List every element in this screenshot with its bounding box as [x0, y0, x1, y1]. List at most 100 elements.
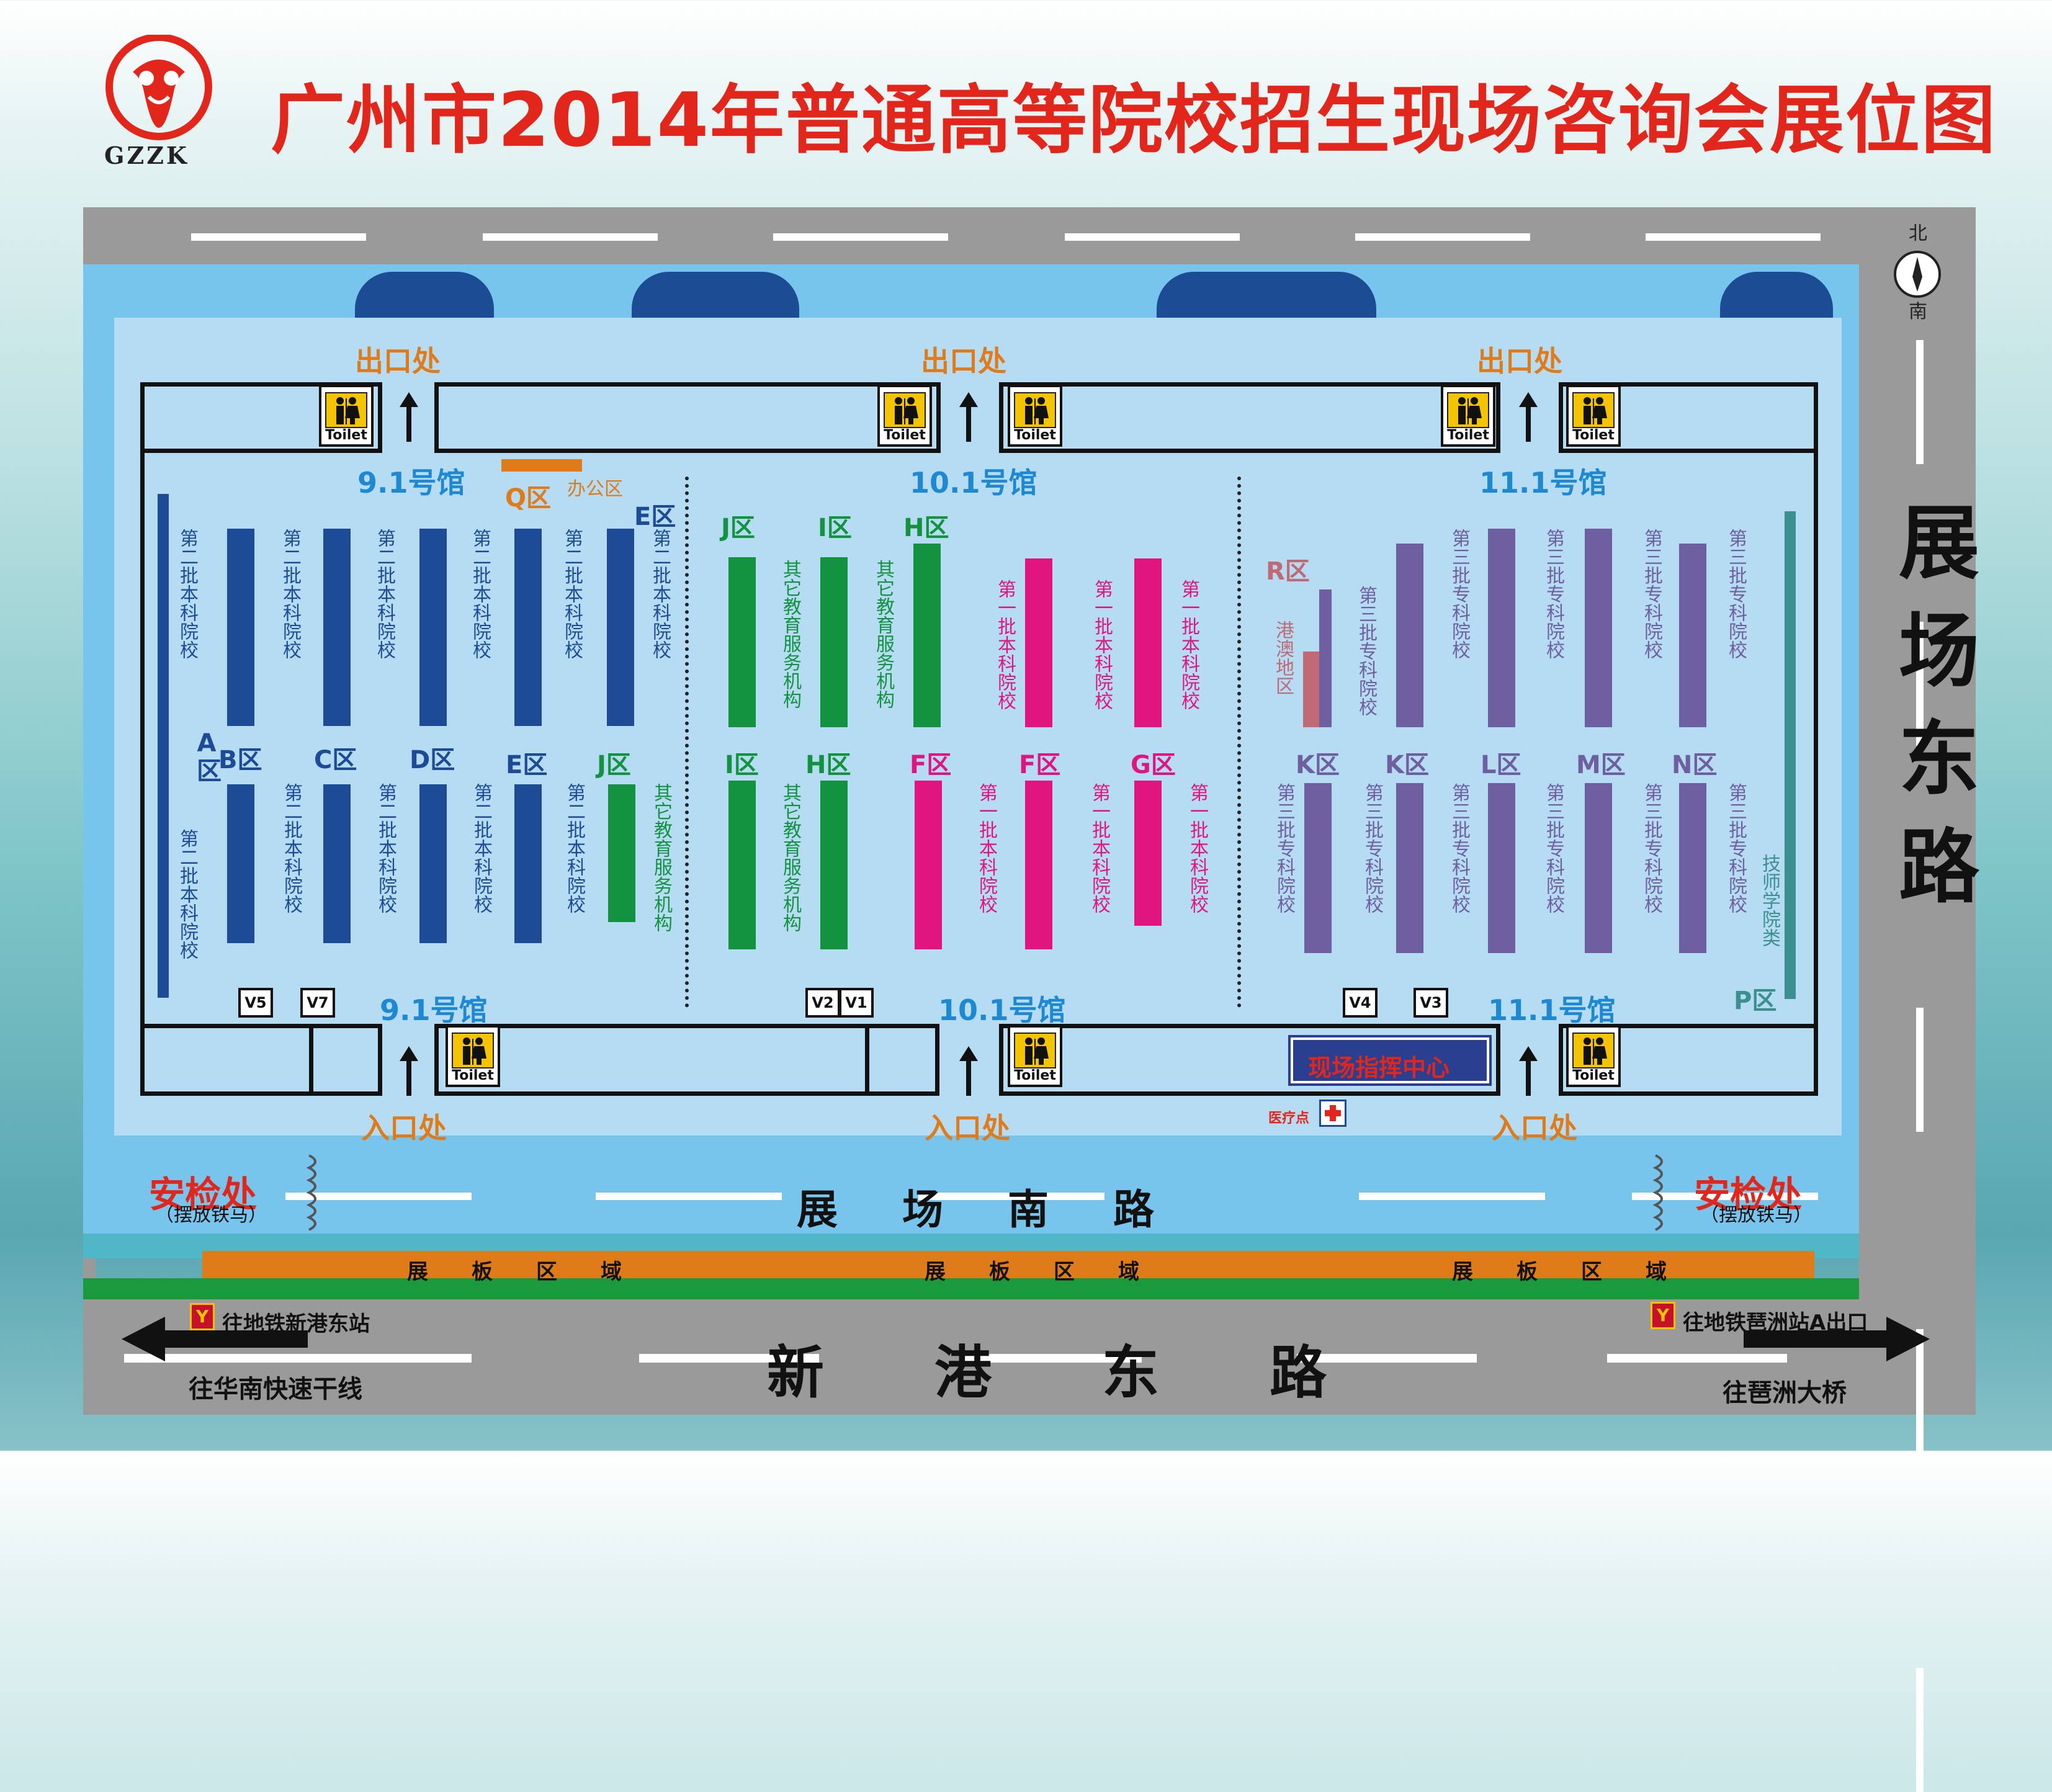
hall-outer [140, 449, 1818, 1096]
booth-label: 第三批专科院校 [1641, 529, 1662, 659]
direction-left-label: 往华南快速干线 [189, 1375, 362, 1404]
booth-bar [1396, 544, 1423, 727]
booth-bar [419, 529, 447, 726]
booth-label: 其它教育服务机构 [650, 783, 672, 932]
booth-bar [1488, 783, 1515, 953]
lane-dash [1632, 1193, 1818, 1200]
exit-label: 出口处 [355, 344, 441, 378]
restroom-sign-icon [1014, 1033, 1056, 1068]
office-zone: Q区 [505, 484, 552, 513]
booth-bar [913, 544, 941, 727]
lane-dash [639, 1354, 819, 1363]
zone-label: K区 [1385, 751, 1429, 779]
restroom-sign-icon [884, 392, 926, 428]
toilet-label: Toilet [452, 1068, 494, 1083]
toilet-icon[interactable]: Toilet [1008, 1025, 1062, 1087]
office-bar [501, 459, 582, 472]
booth-bar [1585, 783, 1612, 953]
toilet-icon[interactable]: Toilet [1566, 1025, 1621, 1087]
lane-dash [1916, 1329, 1924, 1453]
zone-label: H区 [805, 751, 851, 779]
booth-label: 其它教育服务机构 [779, 783, 801, 932]
zone-label: N区 [1672, 751, 1718, 779]
zone-label: I区 [818, 514, 852, 542]
zone-label: M区 [1576, 751, 1626, 779]
metro-icon: Y [190, 1303, 215, 1330]
lane-dash [124, 1354, 304, 1363]
toilet-icon[interactable]: Toilet [877, 385, 932, 447]
toilet-icon[interactable]: Toilet [446, 1025, 500, 1087]
gate-dome [1157, 272, 1376, 318]
booth-bar [1303, 652, 1319, 727]
restroom-sign-icon [1572, 1033, 1615, 1068]
office-label: 办公区 [567, 478, 623, 500]
toilet-icon[interactable]: Toilet [1008, 385, 1062, 447]
medical-label: 医疗点 [1268, 1111, 1310, 1126]
arrow-left-icon [122, 1314, 308, 1366]
zone-label: C区 [314, 746, 357, 774]
zone-label: A区 [192, 729, 221, 782]
booth-bar [1396, 783, 1423, 953]
lane-dash [292, 1354, 472, 1363]
vip-gate-label[interactable]: V3 [1414, 988, 1448, 1018]
exhibit-band [202, 1251, 1814, 1278]
vip-gate-label[interactable]: V7 [300, 988, 335, 1018]
booth-label: 第一批本科院校 [1178, 580, 1199, 710]
vip-gate-label[interactable]: V4 [1343, 988, 1378, 1018]
lane-dash [191, 233, 366, 241]
vip-gate-label[interactable]: V1 [839, 988, 874, 1018]
booth-label: 第一批本科院校 [994, 580, 1016, 710]
gate-dome [1720, 272, 1833, 318]
compass-south: 南 [1909, 301, 1927, 323]
corridor-bot-101 [999, 1024, 1500, 1096]
command-center[interactable]: 现场指挥中心 [1291, 1037, 1489, 1083]
hall-divider [685, 477, 689, 1008]
toilet-label: Toilet [1447, 428, 1489, 443]
zone-label: F区 [1019, 751, 1061, 779]
booth-bar [1319, 589, 1332, 727]
toilet-icon[interactable]: Toilet [1566, 385, 1621, 447]
restroom-sign-icon [1014, 392, 1056, 428]
lane-dash [1646, 233, 1821, 241]
lane-dash [1355, 233, 1530, 241]
exit-label: 出口处 [921, 344, 1006, 378]
compass-north: 北 [1909, 223, 1927, 244]
up-arrow-icon [400, 1046, 418, 1096]
vip-gate-label[interactable]: V5 [238, 988, 273, 1018]
lane-dash [1297, 1354, 1477, 1363]
direction-right-label: 往琶洲大桥 [1723, 1379, 1847, 1407]
booth-bar [158, 494, 169, 998]
booth-label: 第一批本科院校 [1088, 783, 1110, 913]
corridor-bot-111 [1559, 1024, 1818, 1096]
booth-label: 第二批本科院校 [374, 529, 395, 659]
restroom-sign-icon [1572, 392, 1615, 428]
hall-101-top: 10.1号馆 [910, 466, 1037, 500]
toilet-label: Toilet [1572, 1068, 1615, 1083]
security-note: （摆放铁马） [155, 1204, 267, 1226]
corridor-top-111 [1559, 382, 1818, 453]
lane-dash [1916, 622, 1924, 746]
zone-label: E区 [506, 751, 548, 779]
toilet-label: Toilet [1572, 428, 1615, 443]
toilet-icon[interactable]: Toilet [319, 385, 374, 447]
booth-bar [1488, 529, 1515, 727]
booth-bar [227, 529, 254, 726]
green-strip [83, 1278, 1859, 1299]
zone-label: R区 [1266, 557, 1310, 586]
medical-cross-icon[interactable] [1319, 1100, 1346, 1127]
exhibit-band-label: 展板区域 [1452, 1260, 1710, 1284]
booth-label: 第一批本科院校 [1091, 580, 1113, 710]
hall-91-bottom: 9.1号馆 [380, 993, 488, 1027]
lane-dash [1916, 1668, 1924, 1792]
corridor-top-91 [140, 382, 382, 453]
booth-label: 第二批本科院校 [279, 529, 301, 659]
zone-label: H区 [903, 514, 949, 542]
booth-label: 第一批本科院校 [975, 783, 997, 913]
lane-dash [1916, 1008, 1924, 1132]
booth-bar [1679, 783, 1706, 953]
vip-gate-label[interactable]: V2 [805, 988, 840, 1018]
zone-label: K区 [1296, 751, 1340, 779]
toilet-icon[interactable]: Toilet [1441, 385, 1495, 447]
booth-bar [1025, 781, 1052, 949]
zone-label: D区 [410, 746, 455, 774]
